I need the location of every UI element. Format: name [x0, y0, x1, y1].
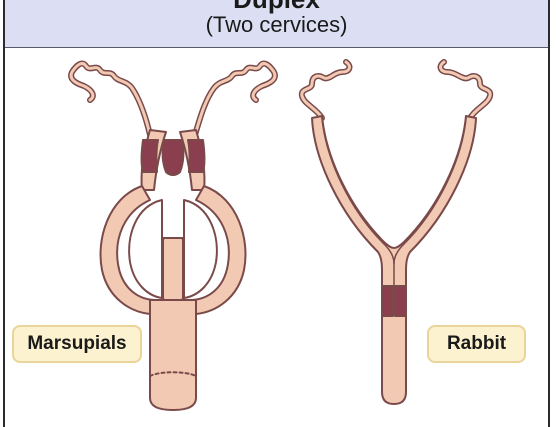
- rabbit-right-oviduct: [437, 59, 494, 121]
- marsupial-urogenital-sinus: [149, 299, 197, 411]
- rabbit-tract: [298, 59, 494, 405]
- marsupial-lateral-vaginae: [99, 185, 247, 315]
- marsupial-right-cervix: [187, 139, 206, 173]
- marsupial-median-vagina: [162, 237, 184, 301]
- marsupial-left-cervix: [140, 139, 159, 173]
- label-marsupials: Marsupials: [12, 325, 142, 363]
- marsupial-tract: [68, 60, 278, 411]
- header-band: Duplex (Two cervices): [5, 0, 548, 48]
- rabbit-left-oviduct: [298, 59, 353, 121]
- subtitle: (Two cervices): [205, 12, 348, 37]
- label-rabbit: Rabbit: [427, 325, 526, 363]
- rabbit-left-cervix: [381, 285, 394, 317]
- rabbit-right-cervix: [394, 285, 407, 317]
- marsupial-middle-cervix: [161, 139, 185, 176]
- title: Duplex: [5, 0, 548, 12]
